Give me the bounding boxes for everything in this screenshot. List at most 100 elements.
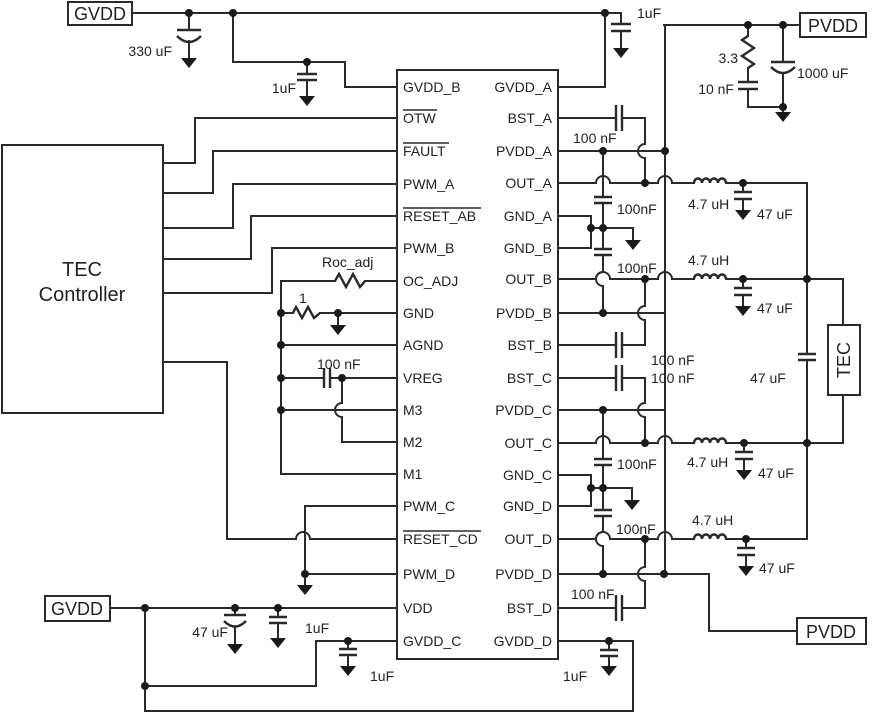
ground-icon: [181, 58, 197, 68]
pin-out-d: OUT_D: [505, 531, 552, 547]
capacitor-tec: [798, 352, 816, 362]
pin-gvdd-a: GVDD_A: [494, 79, 552, 95]
ground-icon: [227, 644, 243, 654]
pin-bst-b: BST_B: [508, 337, 552, 353]
pin-gnd-d: GND_D: [503, 498, 552, 514]
capacitor-bst-a: [614, 105, 624, 131]
pin-oc-adj: OC_ADJ: [403, 273, 458, 289]
label-1000uF: 1000 uF: [797, 65, 848, 81]
pin-pvdd-b: PVDD_B: [496, 305, 552, 321]
pin-m3: M3: [403, 402, 423, 418]
pin-fault: FAULT: [403, 143, 446, 159]
pin-gvdd-d: GVDD_D: [494, 633, 552, 649]
label-1uF-gvdd-a: 1uF: [637, 5, 661, 21]
pin-bst-a: BST_A: [508, 110, 553, 126]
ground-icon: [625, 240, 641, 250]
pin-out-a: OUT_A: [505, 175, 552, 191]
pin-gvdd-b: GVDD_B: [403, 79, 461, 95]
ground-icon: [735, 210, 751, 220]
label-inductor-d: 4.7 uH: [692, 512, 733, 528]
pin-pwm-c: PWM_C: [403, 498, 455, 514]
ground-icon: [330, 325, 346, 335]
label-47uF-tec: 47 uF: [750, 370, 786, 386]
pvdd-top-label: PVDD: [808, 16, 858, 36]
capacitor-pvdd-a: [594, 195, 612, 205]
label-47uF-b: 47 uF: [757, 300, 793, 316]
capacitor-pvdd-d: [594, 508, 612, 518]
pin-reset-cd: RESET_CD: [403, 531, 478, 547]
component-labels: 330 uF 1uF 1uF 3.3 10 nF 1000 uF 100 nF …: [128, 5, 848, 684]
capacitor-bst-b: [614, 332, 624, 358]
pin-vdd: VDD: [403, 600, 433, 616]
pin-pvdd-a: PVDD_A: [496, 143, 553, 159]
pin-pwm-a: PWM_A: [403, 176, 455, 192]
ground-icon: [601, 666, 617, 676]
pin-gvdd-c: GVDD_C: [403, 633, 461, 649]
pin-pvdd-d: PVDD_D: [495, 566, 552, 582]
tec-controller-label-line1: TEC: [62, 259, 102, 281]
label-inductor-c: 4.7 uH: [687, 454, 728, 470]
resistor-roc-adj: [333, 271, 366, 290]
capacitor-vdd-1uF: [269, 615, 287, 625]
ground-icon: [297, 585, 313, 595]
label-3p3: 3.3: [719, 50, 739, 66]
gvdd-top-box: [67, 1, 133, 26]
capacitor-out-d: [737, 546, 755, 557]
capacitor-out-c: [735, 450, 753, 461]
pin-m1: M1: [403, 466, 423, 482]
pvdd-bottom-label: PVDD: [806, 622, 856, 642]
pin-gnd-b: GND_B: [504, 240, 552, 256]
ground-icon: [624, 500, 640, 510]
capacitor-pvdd-c: [594, 457, 612, 467]
label-vreg-cap: 100 nF: [317, 356, 361, 372]
blocks: [1, 1, 867, 660]
label-bst-a: 100 nF: [573, 130, 617, 146]
label-1ohm: 1: [299, 290, 307, 306]
capacitor-vdd-47uF: [223, 613, 247, 628]
capacitor-gvdd-d: [600, 648, 618, 658]
driver-ic-box: [396, 69, 559, 660]
label-1uF-gvdd-b: 1uF: [272, 80, 296, 96]
resistor-3p3: [739, 35, 757, 69]
pin-vreg: VREG: [403, 370, 443, 386]
pin-gnd: GND: [403, 305, 434, 321]
pin-m2: M2: [403, 434, 423, 450]
label-47uF-a: 47 uF: [757, 206, 793, 222]
label-pvdd-c-cap: 100nF: [617, 456, 657, 472]
label-10nF: 10 nF: [698, 81, 734, 97]
pin-pvdd-c: PVDD_C: [495, 402, 552, 418]
ground-icon: [736, 470, 752, 480]
pin-bst-d: BST_D: [507, 600, 552, 616]
pin-agnd: AGND: [403, 337, 443, 353]
capacitor-pvdd-b: [594, 247, 612, 257]
ground-icon: [775, 112, 791, 122]
label-47uF-vdd: 47 uF: [192, 624, 228, 640]
capacitor-gvdd-c: [339, 647, 357, 657]
gvdd-top-label: GVDD: [74, 4, 126, 24]
tec-box: [827, 324, 861, 396]
pin-gnd-a: GND_A: [504, 208, 553, 224]
capacitor-1uF-gvdd-b: [297, 72, 317, 82]
pin-out-c: OUT_C: [505, 435, 552, 451]
ground-icon: [613, 48, 629, 58]
gvdd-bottom-box: [44, 595, 111, 622]
label-pvdd-a-cap: 100nF: [617, 201, 657, 217]
ic-left-pin-labels: GVDD_B OTW FAULT PWM_A RESET_AB PWM_B OC…: [403, 79, 481, 649]
tec-controller-box: [1, 144, 164, 414]
resistor-1ohm: [291, 304, 321, 321]
label-1uF-gvdd-c: 1uF: [370, 668, 394, 684]
capacitor-out-b: [734, 286, 752, 297]
ground-icon: [738, 566, 754, 576]
capacitor-1000uF: [770, 60, 796, 75]
label-47uF-d: 47 uF: [759, 560, 795, 576]
label-roc-adj: Roc_adj: [322, 254, 373, 270]
ground-symbols: [181, 48, 791, 676]
pin-pwm-b: PWM_B: [403, 240, 454, 256]
label-1uF-gvdd-d: 1uF: [563, 668, 587, 684]
pin-pwm-d: PWM_D: [403, 566, 455, 582]
capacitor-vreg: [322, 368, 332, 388]
ic-right-pin-labels: GVDD_A BST_A PVDD_A OUT_A GND_A GND_B OU…: [494, 79, 553, 649]
gvdd-bottom-label: GVDD: [51, 599, 103, 619]
pvdd-top-box: [799, 12, 867, 38]
